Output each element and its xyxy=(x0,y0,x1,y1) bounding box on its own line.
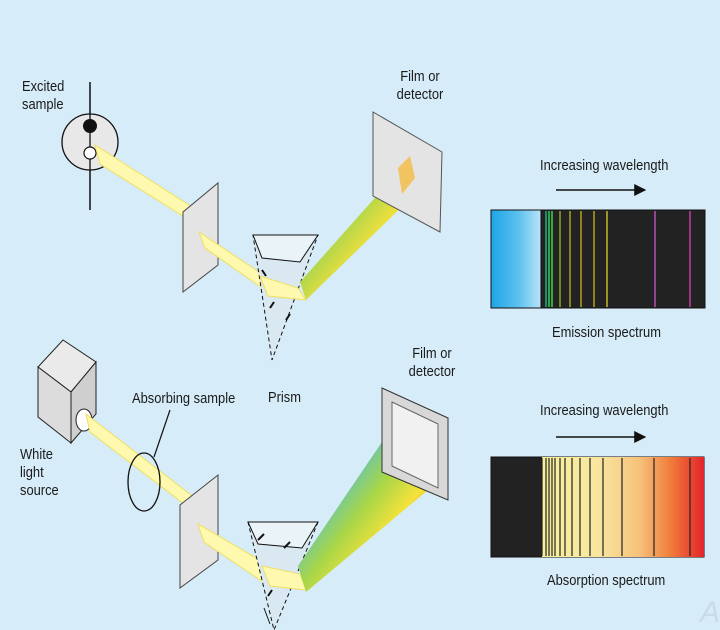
white-light-source-box xyxy=(37,339,97,445)
top-detector-label: Film or detector xyxy=(396,68,444,103)
absorption-caption: Absorption spectrum xyxy=(547,572,666,589)
absorption-lines xyxy=(541,458,691,556)
absorption-arrow-label: Increasing wavelength xyxy=(540,402,669,419)
emission-arrow-label: Increasing wavelength xyxy=(540,157,669,174)
bottom-detector-label: Film or detector xyxy=(408,345,456,380)
excited-sample-disc xyxy=(61,82,119,210)
absorption-spectrum xyxy=(490,456,705,558)
prism-label: Prism xyxy=(268,389,301,406)
emission-lines xyxy=(545,211,691,307)
absorbing-sample-circle xyxy=(127,452,161,512)
excited-sample-label: Excited sample xyxy=(22,78,65,113)
emission-prism xyxy=(252,234,319,361)
watermark: A xyxy=(698,596,720,629)
emission-spectrum xyxy=(490,209,706,309)
white-light-source-label: White light source xyxy=(20,446,59,499)
absorption-slit-panel xyxy=(179,473,219,589)
sample-pointer xyxy=(153,409,171,458)
absorbing-sample-label: Absorbing sample xyxy=(132,390,236,407)
emission-caption: Emission spectrum xyxy=(552,324,661,341)
absorption-prism xyxy=(247,521,319,630)
emission-slit-panel xyxy=(182,181,219,294)
